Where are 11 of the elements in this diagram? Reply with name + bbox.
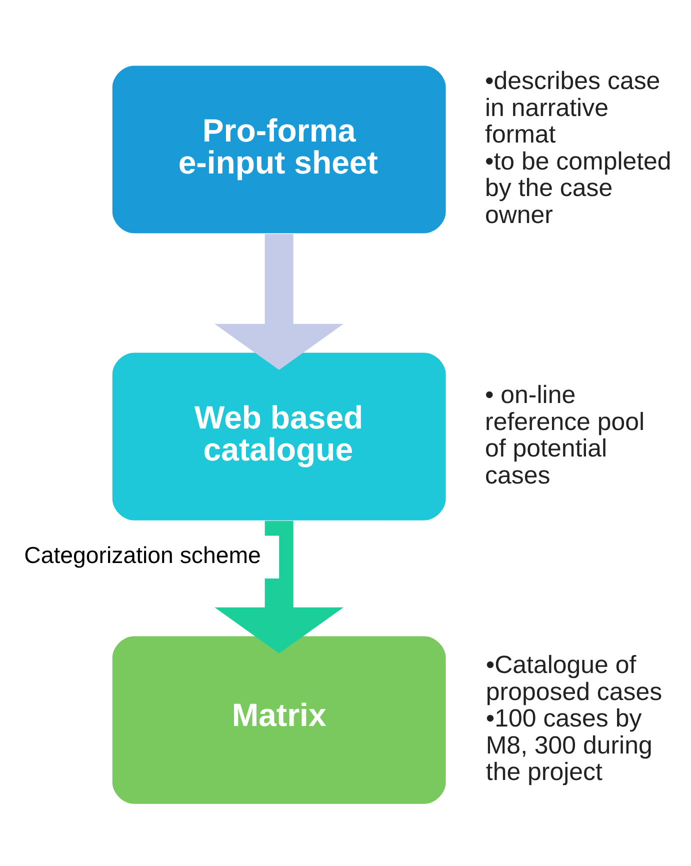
node-label: •describes case in narrative format	[485, 67, 660, 149]
node-label: •to be completed by the case owner	[485, 147, 672, 229]
node-box: Web based catalogue	[112, 352, 446, 520]
node-box: Matrix	[112, 636, 446, 804]
node-box: Pro-forma e-input sheet	[112, 66, 446, 234]
node-label: •Catalogue of proposed cases	[486, 651, 662, 706]
node-label: • on-line reference pool of potential cases	[485, 381, 645, 490]
edge-label: Categorization scheme	[24, 542, 261, 568]
arrow	[214, 234, 344, 370]
node-label: •100 cases by M8, 300 during the project	[486, 704, 652, 786]
arrow	[214, 520, 344, 654]
